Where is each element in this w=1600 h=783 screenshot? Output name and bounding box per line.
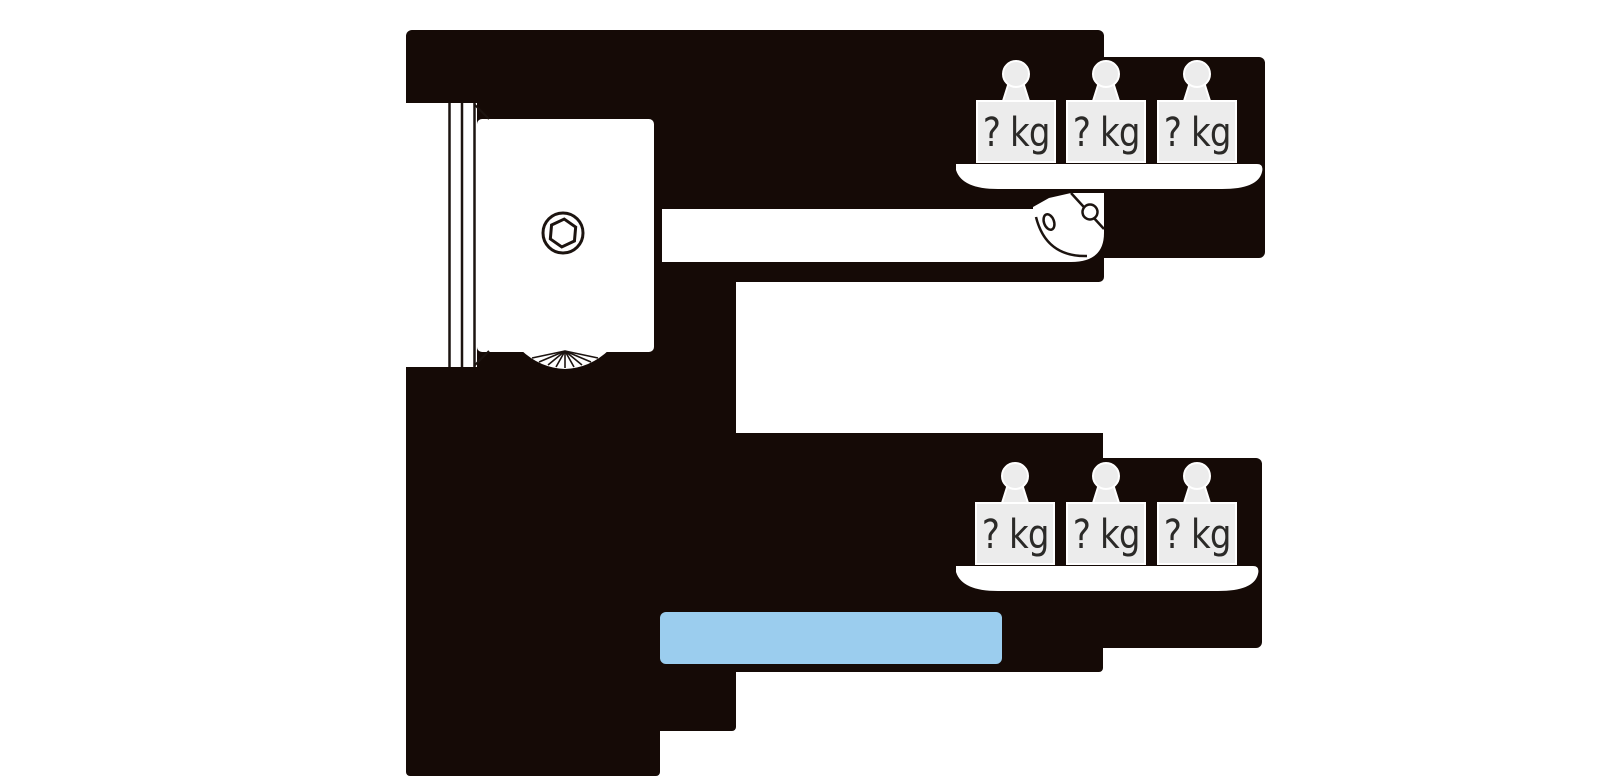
mask-left-column xyxy=(406,282,660,776)
weight-top-1: ? kg xyxy=(976,100,1056,163)
weight-label: ? kg xyxy=(1072,109,1141,156)
weight-label: ? kg xyxy=(1163,511,1232,558)
weight-bottom-3: ? kg xyxy=(1157,502,1237,565)
weight-label: ? kg xyxy=(982,109,1051,156)
mask-under-rod xyxy=(406,209,1104,282)
weight-label: ? kg xyxy=(1072,511,1141,558)
weight-bottom-2: ? kg xyxy=(1066,502,1146,565)
weight-top-2: ? kg xyxy=(1066,100,1146,163)
weight-bottom-1: ? kg xyxy=(975,502,1055,565)
weight-label: ? kg xyxy=(981,511,1050,558)
weight-top-3: ? kg xyxy=(1157,100,1237,163)
highlight-bar[interactable] xyxy=(660,612,1002,664)
weight-label: ? kg xyxy=(1163,109,1232,156)
